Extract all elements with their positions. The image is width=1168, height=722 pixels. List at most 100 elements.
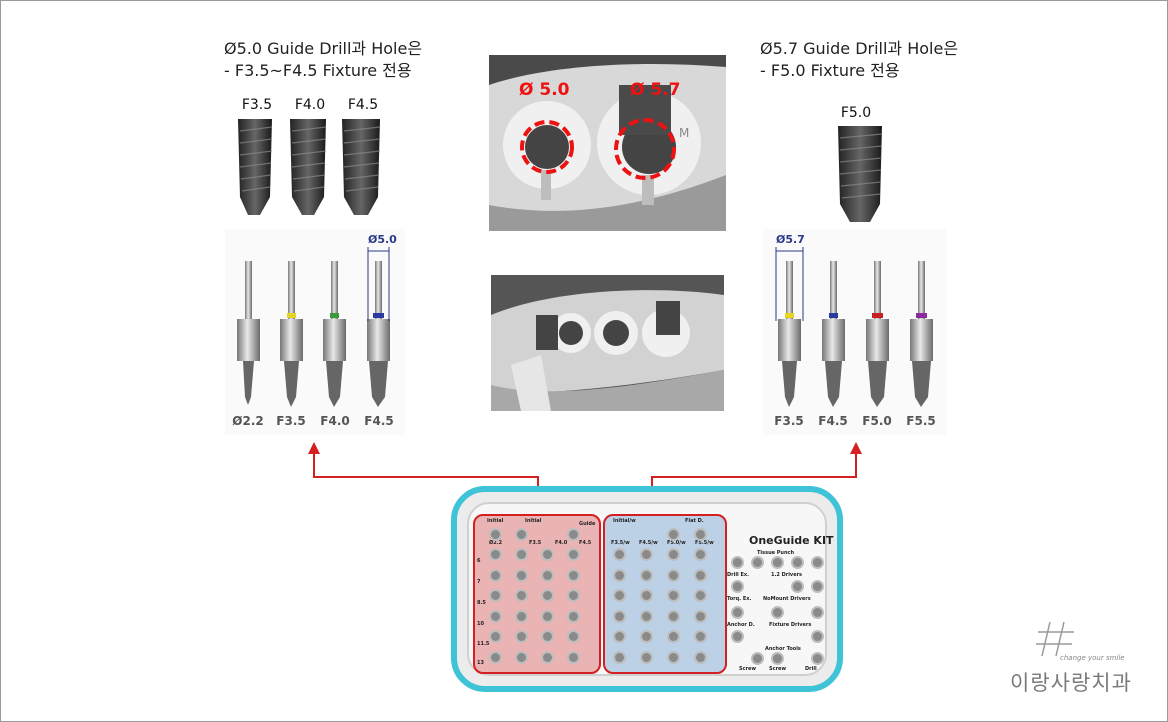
tray-slot [541,630,554,643]
oneguide-kit-tray: OneGuide KIT Initial Initial Guide Ø2.2 … [451,486,843,692]
tray-slot [731,556,744,569]
drill-label: Ø2.2 [232,414,264,428]
tray-slot [771,606,784,619]
guide-drill [866,261,889,407]
row-label: 8.5 [477,600,486,606]
tray-slot [613,650,626,664]
tray-slot [731,606,744,619]
tool-label: NoMount Drivers [763,596,811,602]
row-label: 6 [477,558,481,564]
tray-slot [613,630,626,643]
fixture-implant [238,119,272,215]
tray-slot [751,556,764,569]
drill-label: F5.5 [906,414,936,428]
tray-slot [567,568,580,582]
guide-drill [280,261,303,407]
tool-label: 1.2 Drivers [771,572,803,578]
dimension-marker [775,247,804,321]
clinic-logo-mark [1036,621,1074,657]
tray-slot [613,589,626,602]
tray-slot [811,580,824,593]
zone-5-0: Initial Initial Guide Ø2.2 F3.5 F4.0 F4.… [473,514,601,674]
tray-slot [667,589,680,602]
tray-slot [640,609,653,623]
col-label: F5.5/w [695,540,714,546]
fixture-label: F5.0 [840,105,872,121]
tray-slot [515,589,528,602]
guide-drill [367,261,390,407]
right-caption: Ø5.7 Guide Drill과 Hole은 - F5.0 Fixture 전… [760,38,958,82]
tray-slot [613,548,626,561]
tray-slot [667,650,680,664]
guide-drill [910,261,933,407]
col-label: F3.5 [529,540,542,546]
col-label: F5.0/w [667,540,686,546]
dimension-marker [367,247,390,321]
right-fixture-image [838,126,883,222]
tray-slot [811,606,824,619]
tray-slot [731,580,744,593]
tray-slot [489,630,502,643]
tool-label: Drill [805,666,817,672]
left-caption-line1: Ø5.0 Guide Drill과 Hole은 [224,39,423,58]
drill-label: F4.5 [818,414,848,428]
hole-label-5-0: Ø 5.0 [519,80,570,100]
tool-label: Drill Ex. [727,572,750,578]
tray-slot [811,652,824,665]
col-label: F4.5/w [639,540,658,546]
kit-title: OneGuide KIT [749,534,834,547]
drill-label: F4.5 [364,414,394,428]
tray-slot [541,568,554,582]
tray-slot [541,609,554,623]
tray-slot [515,650,528,664]
tray-slot [694,589,707,602]
tool-label: Anchor Tools [765,646,801,652]
guide-holes-angle-photo [491,275,724,411]
tray-slot [640,630,653,643]
tool-label: Torq. Ex. [727,596,752,602]
tray-slot [489,609,502,623]
row-label: 7 [477,579,481,585]
tray-slot [515,568,528,582]
fixture-implant [342,119,380,215]
tray-slot [515,609,528,623]
drill-label: F3.5 [774,414,804,428]
tray-slot [694,630,707,643]
left-drills-image [237,247,390,407]
svg-text:M: M [679,126,689,140]
left-dimension-label: Ø5.0 [368,233,397,246]
zone-header: Initial/w [613,518,636,524]
fixture-label: F4.5 [347,97,379,113]
tray-slot [667,568,680,582]
col-label: F3.5/w [611,540,630,546]
tray-slot [694,568,707,582]
tray-slot [667,630,680,643]
tray-slot [640,589,653,602]
tray-slot [541,589,554,602]
tray-slot [731,630,744,643]
tray-slot [489,548,502,561]
left-caption-line2: - F3.5~F4.5 Fixture 전용 [224,61,412,80]
left-caption: Ø5.0 Guide Drill과 Hole은 - F3.5~F4.5 Fixt… [224,38,422,82]
right-caption-line2: - F5.0 Fixture 전용 [760,61,900,80]
guide-drill [778,261,801,407]
fixture-implant [290,119,326,215]
drill-label: F3.5 [276,414,306,428]
fixture-label: F4.0 [294,97,326,113]
tray-slot [541,650,554,664]
row-label: 11.5 [477,641,490,647]
tool-label: Tissue Punch [757,550,795,556]
tray-slot [515,527,528,541]
drill-label: F5.0 [862,414,892,428]
right-dimension-label: Ø5.7 [776,233,805,246]
fixture-label: F3.5 [241,97,273,113]
tool-label: Screw [769,666,787,672]
col-label: F4.0 [555,540,568,546]
zone-header: Initial [525,518,542,524]
tool-label: Anchor D. [727,622,755,628]
row-label: 10 [477,621,484,627]
row-label: 13 [477,660,484,666]
tray-slot [515,548,528,561]
tray-slot [771,652,784,665]
tray-slot [791,556,804,569]
